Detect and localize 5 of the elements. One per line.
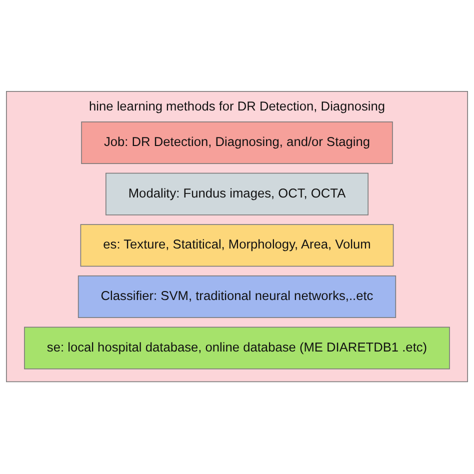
node-box: Modality: Fundus images, OCT, OCTA [106, 173, 368, 216]
node-box: Classifier: SVM, traditional neural networks,..etc [78, 276, 396, 318]
node-box: se: local hospital database, online database (ME DIARETDB1 .etc) [24, 327, 450, 370]
node-box: Job: DR Detection, Diagnosing, and/or Staging [81, 122, 393, 164]
node-box: es: Texture, Statitical, Morphology, Area, Volum [80, 224, 394, 268]
